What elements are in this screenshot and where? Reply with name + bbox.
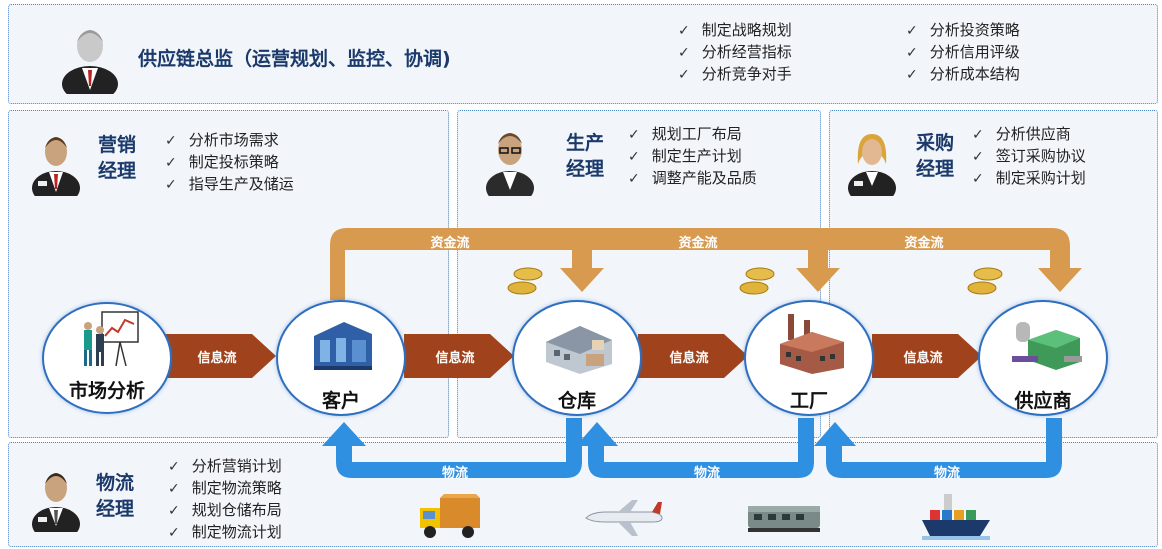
title-line: 经理 [97,160,136,182]
capital-flow-label: 资金流 [430,236,470,251]
list-item: ✓制定生产计划 [628,147,742,165]
list-item: ✓分析市场需求 [165,131,279,149]
list-item: ✓规划工厂布局 [628,125,742,143]
title-line: 经理 [915,158,954,180]
list-item: ✓指导生产及储运 [165,175,294,193]
purchasing-tasks: ✓分析供应商 ✓签订采购协议 ✓制定采购计划 [972,124,1086,190]
airplane-icon [585,500,663,536]
list-item: ✓分析投资策略 [906,21,1020,39]
factory-icon [780,314,844,374]
marketing-title: 营销 经理 [92,132,142,184]
logistics-title: 物流 经理 [90,470,140,522]
node-warehouse: 仓库 [512,300,642,416]
presentation-icon [84,311,139,367]
list-item: ✓分析营销计划 [168,457,282,475]
capital-flow-arrow [330,228,1082,300]
node-customer: 客户 [276,300,406,416]
logistics-flow-label: 物流 [693,466,720,481]
title-line: 经理 [565,158,604,180]
list-item: ✓签订采购协议 [972,147,1086,165]
coins-icon [507,267,1003,295]
capital-flow-label: 资金流 [678,236,718,251]
title-line: 生产 [565,132,604,154]
list-item: ✓分析供应商 [972,125,1071,143]
list-item: ✓制定战略规划 [678,21,792,39]
purchasing-avatar-icon [848,134,896,196]
director-panel [8,4,1158,104]
node-label: 市场分析 [68,380,145,402]
production-tasks: ✓规划工厂布局 ✓制定生产计划 ✓调整产能及品质 [628,124,757,190]
list-item: ✓规划仓储布局 [168,501,282,519]
director-tasks-col1: ✓制定战略规划 ✓分析经营指标 ✓分析竞争对手 [678,20,792,86]
logistics-tasks: ✓分析营销计划 ✓制定物流策略 ✓规划仓储布局 ✓制定物流计划 [168,456,282,544]
node-label: 供应商 [1014,390,1072,412]
train-icon [748,506,820,532]
node-supplier: 供应商 [978,300,1108,416]
logistics-avatar-icon [32,473,80,532]
supplier-plant-icon [1012,322,1082,370]
list-item: ✓分析成本结构 [906,65,1020,83]
marketing-tasks: ✓分析市场需求 ✓制定投标策略 ✓指导生产及储运 [165,130,294,196]
title-line: 营销 [97,134,136,156]
list-item: ✓制定投标策略 [165,153,279,171]
title-line: 经理 [95,498,134,520]
list-item: ✓分析经营指标 [678,43,792,61]
list-item: ✓制定物流策略 [168,479,282,497]
info-flow-arrow [166,334,982,378]
info-flow-label: 信息流 [903,351,943,366]
logistics-flow-label: 物流 [933,466,960,481]
ship-icon [922,494,990,540]
list-item: ✓分析信用评级 [906,43,1020,61]
list-item: ✓分析竞争对手 [678,65,792,83]
warehouse-icon [546,326,612,374]
list-item: ✓制定采购计划 [972,169,1086,187]
logistics-flow-arrow [322,418,1062,478]
info-flow-label: 信息流 [435,351,475,366]
node-factory: 工厂 [744,300,874,416]
office-building-icon [314,322,372,370]
title-line: 物流 [95,472,134,494]
production-title: 生产 经理 [560,130,610,182]
node-label: 工厂 [789,390,828,412]
purchasing-title: 采购 经理 [910,130,960,182]
production-avatar-icon [486,133,534,196]
marketing-avatar-icon [32,137,80,196]
node-label: 仓库 [557,390,596,412]
capital-flow-label: 资金流 [904,236,944,251]
node-market-analysis: 市场分析 [42,302,172,414]
truck-icon [420,494,480,538]
info-flow-label: 信息流 [669,351,709,366]
logistics-flow-label: 物流 [441,466,468,481]
title-line: 采购 [915,132,954,154]
director-title: 供应链总监（运营规划、监控、协调) [138,48,451,70]
node-label: 客户 [321,390,360,412]
director-tasks-col2: ✓分析投资策略 ✓分析信用评级 ✓分析成本结构 [906,20,1020,86]
director-avatar-icon [62,30,118,94]
list-item: ✓调整产能及品质 [628,169,757,187]
info-flow-label: 信息流 [197,351,237,366]
list-item: ✓制定物流计划 [168,523,282,541]
